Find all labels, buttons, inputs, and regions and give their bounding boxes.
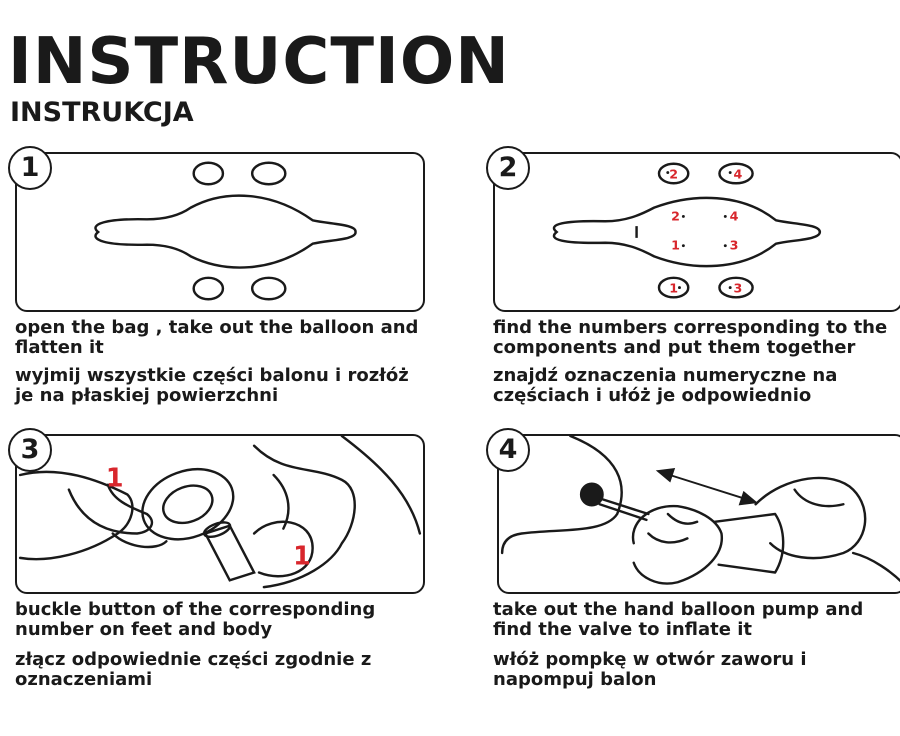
balloon-outline <box>552 196 822 268</box>
arrow-head-right <box>738 490 758 506</box>
motion-arrow <box>669 474 745 500</box>
label-1-foot: 1 <box>293 541 311 571</box>
valve-stem <box>203 524 256 582</box>
step-3-caption-pl: złącz odpowiednie części zgodnie z oznac… <box>15 649 372 690</box>
label-1-bottom-part: 1 <box>669 280 678 295</box>
step-2-caption-en: find the numbers corresponding to the co… <box>493 317 888 358</box>
step-4-caption-en: take out the hand balloon pump and find … <box>493 599 864 640</box>
step-3-number-badge: 3 <box>8 428 52 472</box>
part-ellipse-top-left <box>192 161 225 186</box>
label-2-body: 2 <box>671 208 680 223</box>
button-ring-inner <box>162 484 214 525</box>
part-ellipse-top-left <box>657 162 690 185</box>
pump-body <box>713 512 785 574</box>
balloon-foot <box>252 444 356 589</box>
label-4-top-part: 4 <box>734 166 743 181</box>
valve-hole <box>579 482 604 507</box>
page-subtitle: INSTRUKCJA <box>10 97 194 128</box>
balloon-body-left <box>18 470 134 561</box>
label-4-body: 4 <box>730 208 739 223</box>
hand-fingers-right <box>252 520 314 578</box>
arrow-head-left <box>655 467 676 483</box>
button-ring-outer <box>141 468 235 541</box>
numbered-balloon-drawing: 2 4 2 4 1 3 1 3 <box>552 162 822 299</box>
part-ellipse-bottom-left <box>192 276 225 301</box>
part-ellipse-top-right <box>718 162 754 185</box>
step-3-illustration: 1 1 <box>15 434 425 594</box>
balloon-edge-right <box>340 436 422 535</box>
balloon-outline <box>94 194 357 269</box>
part-ellipse-bottom-right <box>718 276 754 299</box>
hand-right <box>754 476 867 560</box>
label-1-body: 1 <box>671 238 680 253</box>
page-title: INSTRUCTION <box>8 25 510 99</box>
step-2-caption-pl: znajdź oznaczenia numeryczne na częściac… <box>493 365 838 406</box>
step-3-caption-en: buckle button of the corresponding numbe… <box>15 599 376 640</box>
label-3-body: 3 <box>730 238 739 253</box>
step-4-number-badge: 4 <box>486 428 530 472</box>
step-4-caption-pl: włóż pompkę w otwór zaworu i napompuj ba… <box>493 649 807 690</box>
label-3-bottom-part: 3 <box>734 280 743 295</box>
hand-fingers-left <box>67 483 154 535</box>
step-4-illustration <box>497 434 900 594</box>
step-2-number-badge: 2 <box>486 146 530 190</box>
hand-left <box>631 504 723 585</box>
part-ellipse-bottom-right <box>250 276 287 301</box>
pump-inflation-drawing <box>500 436 900 585</box>
step-1-number-badge: 1 <box>8 146 52 190</box>
step-2-illustration: 2 4 2 4 1 3 1 3 <box>493 152 900 312</box>
flat-balloon-drawing <box>94 161 357 301</box>
balloon-outline <box>500 436 623 555</box>
part-ellipse-top-right <box>250 161 287 186</box>
pump-nozzle <box>598 497 650 516</box>
part-ellipse-bottom-left <box>657 276 690 299</box>
label-2-top-part: 2 <box>669 166 678 181</box>
label-1-body: 1 <box>106 463 124 493</box>
step-1-illustration <box>15 152 425 312</box>
step-1-caption-pl: wyjmij wszystkie części balonu i rozłóż … <box>15 365 409 406</box>
buckle-button-drawing: 1 1 <box>18 436 422 589</box>
step-1-caption-en: open the bag , take out the balloon and … <box>15 317 419 358</box>
